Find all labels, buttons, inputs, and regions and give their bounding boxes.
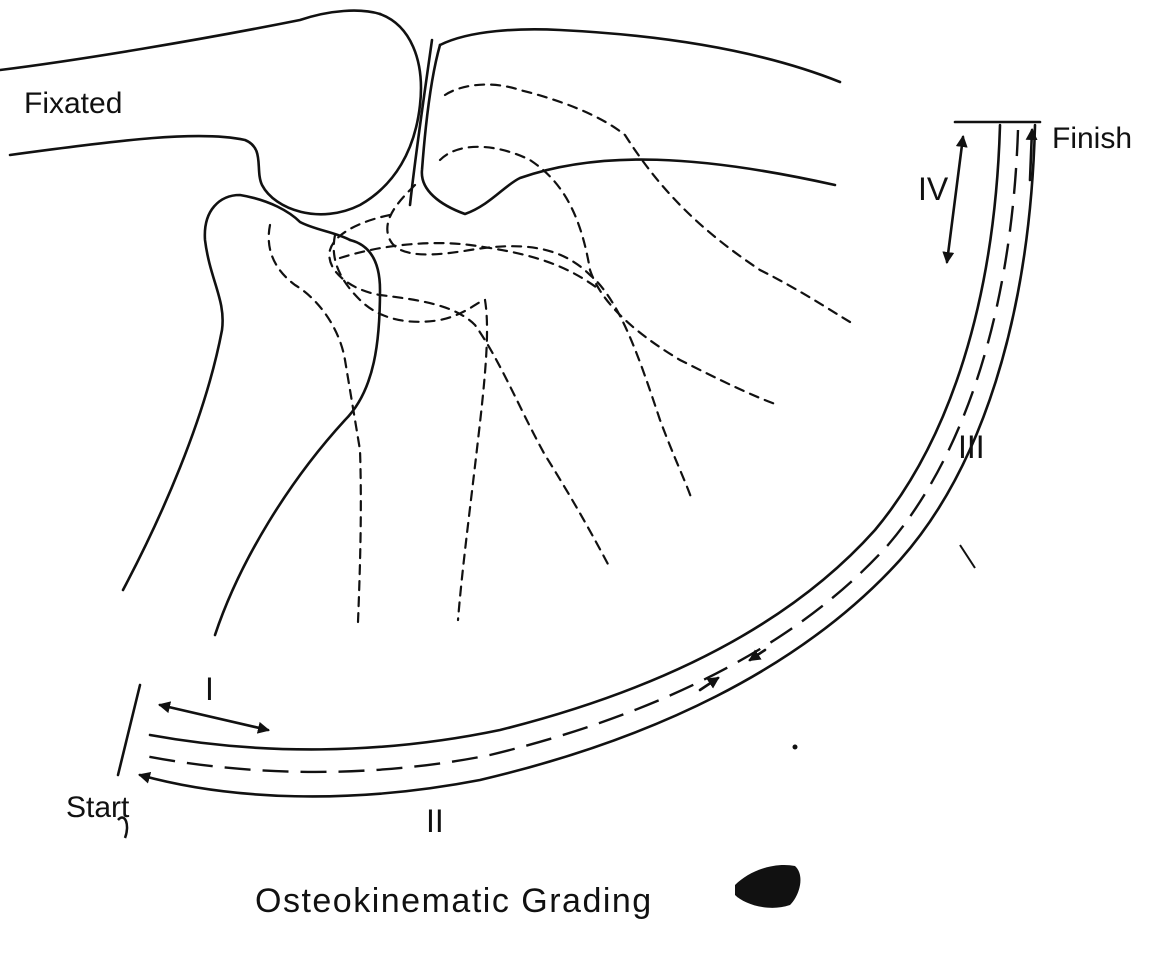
grade-iv-label: IV <box>918 171 949 207</box>
grade-iv-arrow <box>947 137 963 262</box>
diagram-caption: Osteokinematic Grading <box>255 882 653 920</box>
grade-ii-return-arrow <box>140 125 1035 796</box>
fixated-label: Fixated <box>24 87 122 120</box>
start-boundary-line <box>118 685 140 775</box>
moving-bone <box>123 195 380 635</box>
grade-i-label: I <box>205 671 214 707</box>
upper-right-bone <box>410 29 840 214</box>
grade-i-arrow <box>160 705 268 730</box>
grade-ii-label: II <box>426 803 444 839</box>
motion-trace-outlines <box>269 85 850 622</box>
range-of-motion-arc <box>140 125 1035 796</box>
arc-forward-arrowhead <box>700 678 718 690</box>
finish-label: Finish <box>1052 122 1132 155</box>
scan-artifacts <box>118 545 975 908</box>
grade-iii-label: III <box>958 429 985 465</box>
